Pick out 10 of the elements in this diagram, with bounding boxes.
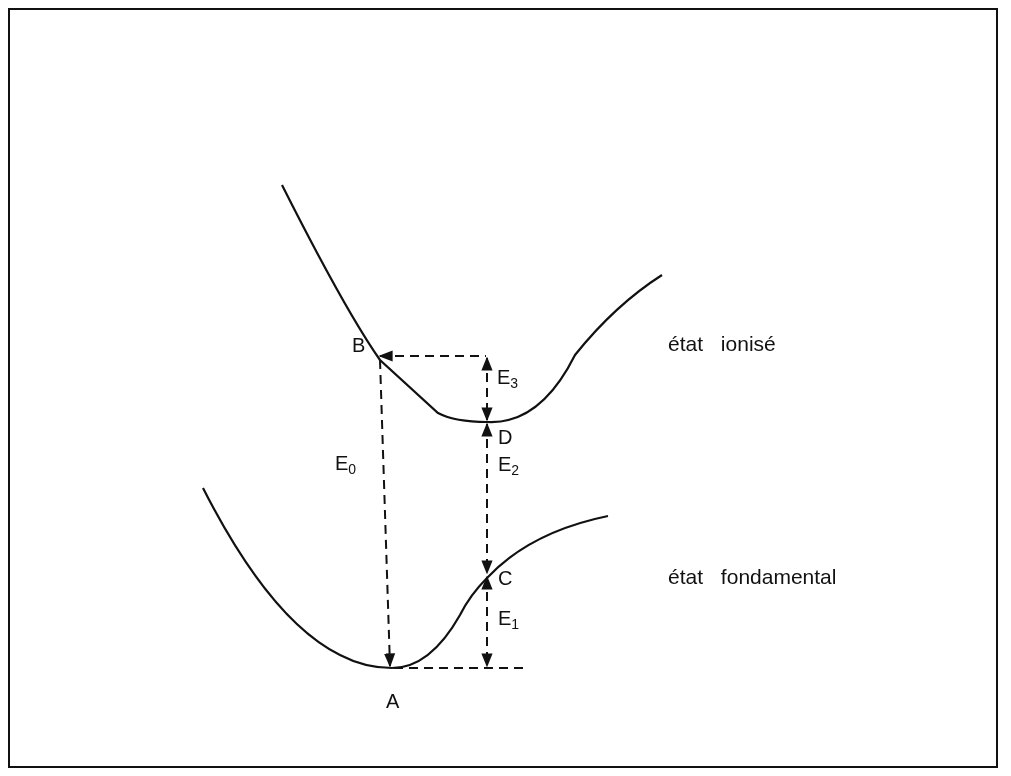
state-label: état fondamental (668, 565, 837, 589)
energy-label: E$_{3}$ (497, 366, 519, 391)
energy-label: E$_{1}$ (498, 607, 520, 632)
energy-label: E$_{0}$ (335, 452, 357, 477)
state-label: état ionisé (668, 332, 776, 356)
energy-label: E$_{2}$ (498, 453, 520, 478)
point-label: D (498, 426, 513, 448)
point-label: B (352, 334, 366, 356)
point-label: A (386, 690, 400, 712)
point-label: C (498, 567, 513, 589)
